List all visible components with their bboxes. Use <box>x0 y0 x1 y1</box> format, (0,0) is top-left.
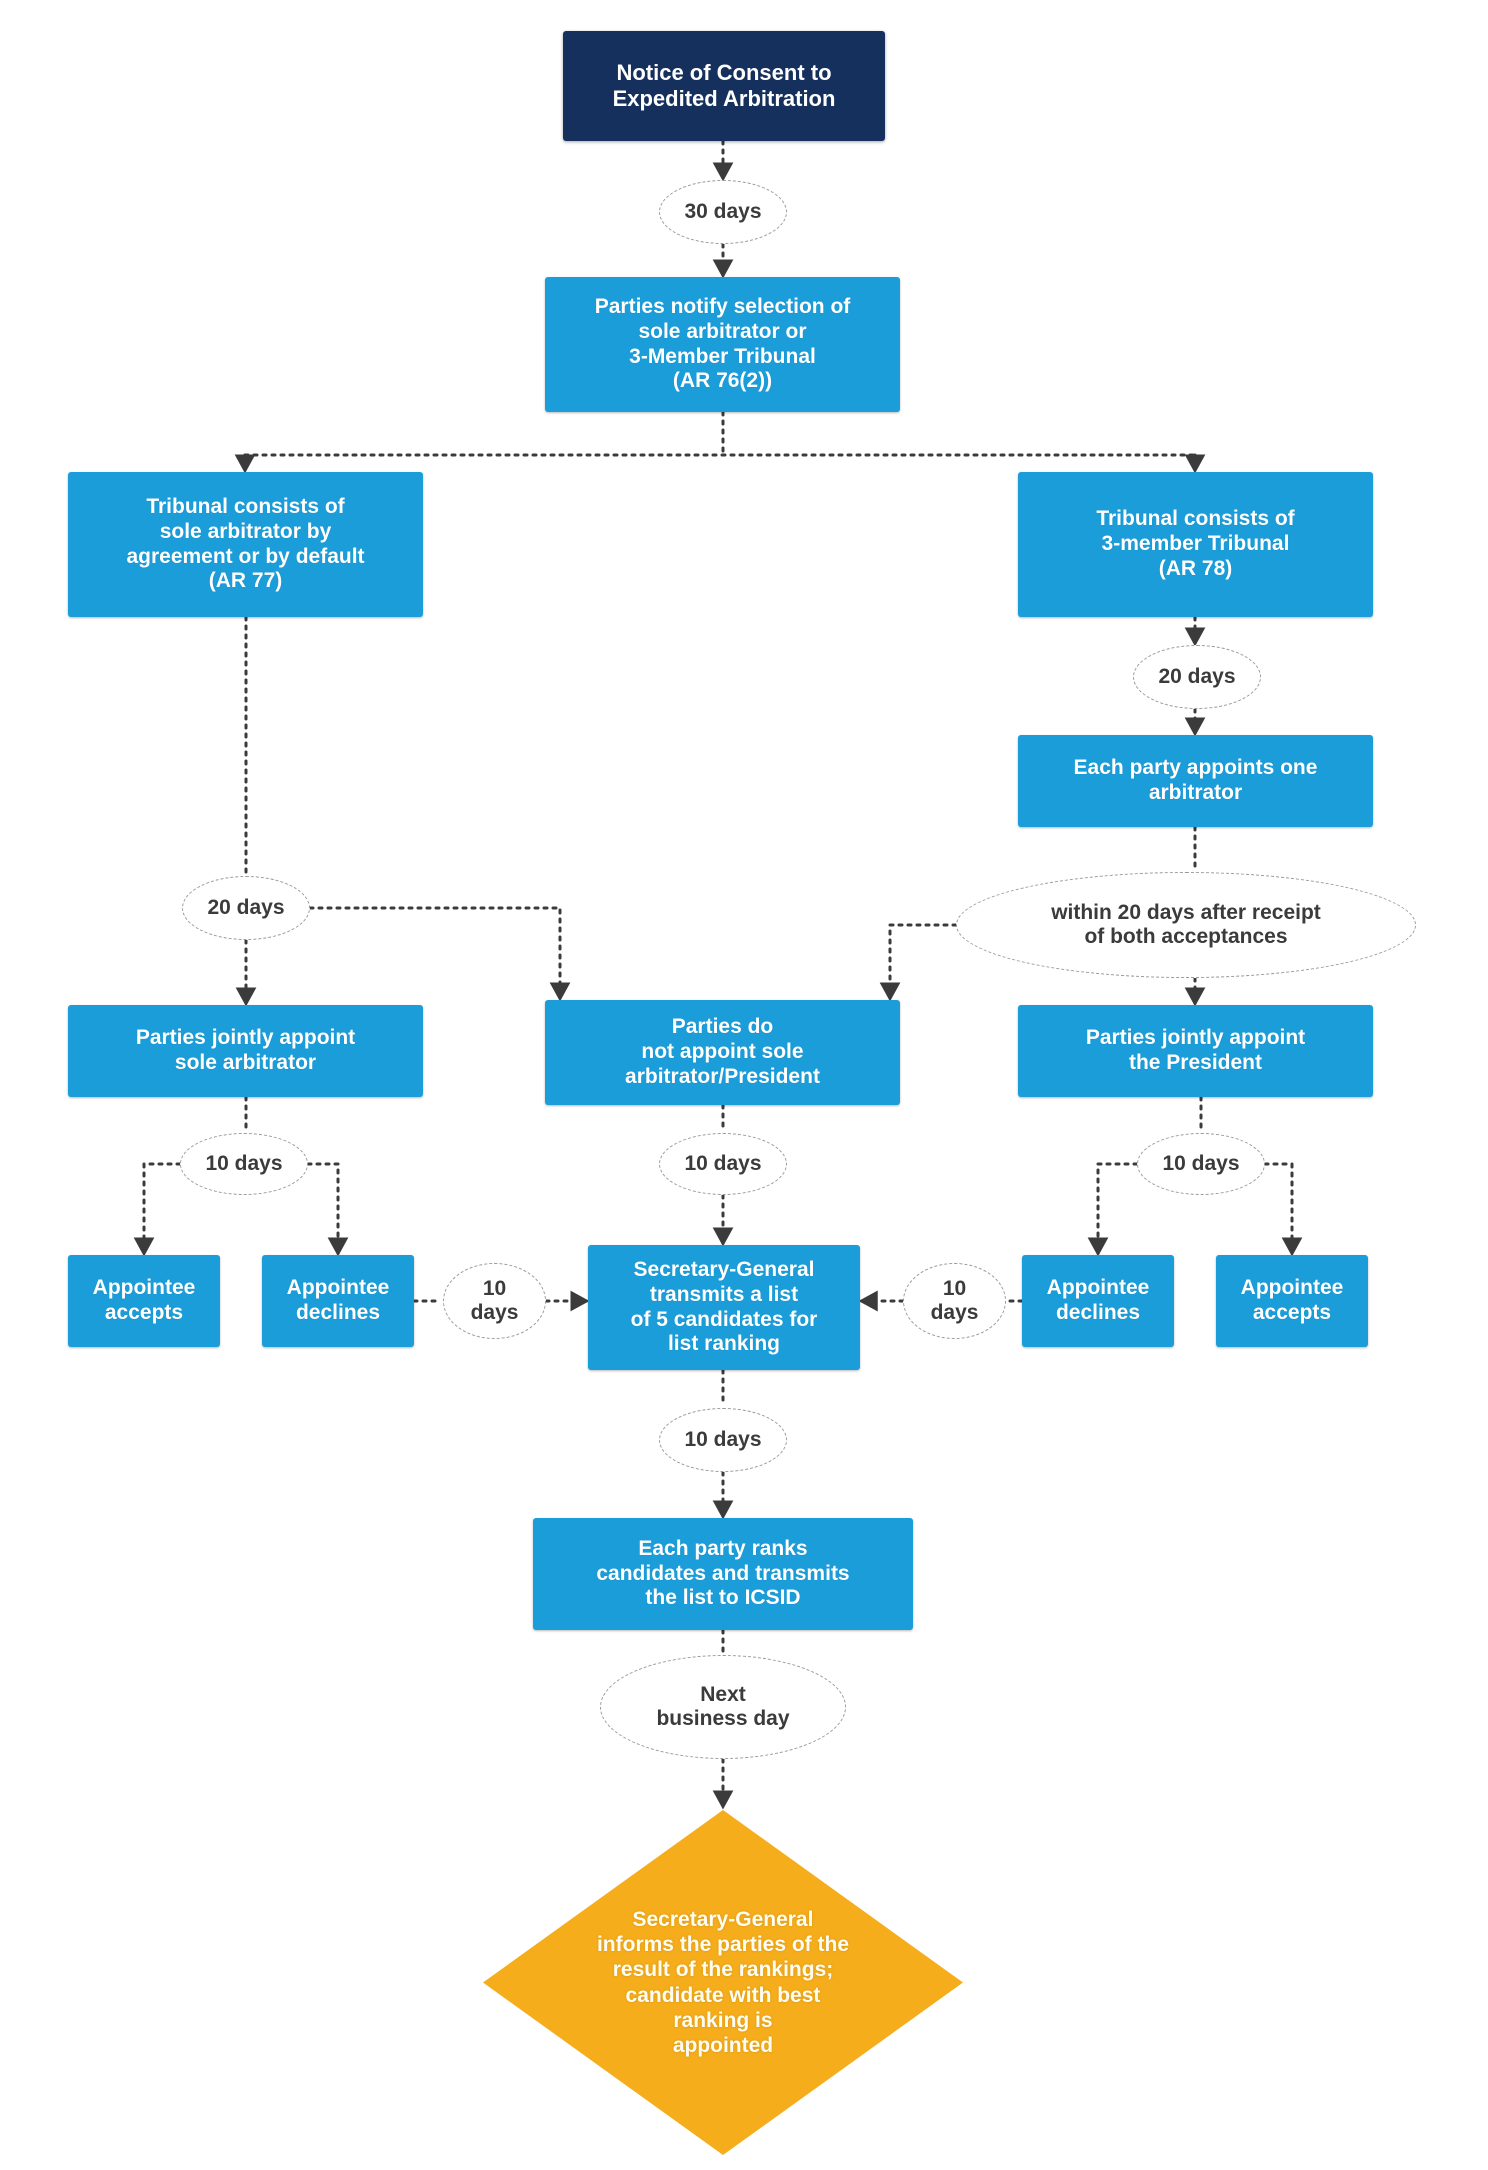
decision-label: Secretary-General informs the parties of… <box>596 1907 849 2057</box>
node-each-party-ranks-candidates[interactable]: Each party ranks candidates and transmit… <box>533 1518 913 1630</box>
edge-label-10-days-left-side: 10 days <box>443 1263 546 1339</box>
edge-label-next-business-day: Next business day <box>600 1655 846 1759</box>
node-appointee-accepts-left[interactable]: Appointee accepts <box>68 1255 220 1347</box>
edge-label-10-days-right-side: 10 days <box>903 1263 1006 1339</box>
edge-label-within-20-days: within 20 days after receipt of both acc… <box>956 872 1416 978</box>
edge-label-20-days-left: 20 days <box>182 876 310 940</box>
node-tribunal-sole-arbitrator[interactable]: Tribunal consists of sole arbitrator by … <box>68 472 423 617</box>
node-notice-of-consent[interactable]: Notice of Consent to Expedited Arbitrati… <box>563 31 885 141</box>
node-tribunal-three-member[interactable]: Tribunal consists of 3-member Tribunal (… <box>1018 472 1373 617</box>
edge-label-10-days-right: 10 days <box>1137 1133 1265 1195</box>
node-secretary-general-transmits-list[interactable]: Secretary-General transmits a list of 5 … <box>588 1245 860 1370</box>
edge-10days-to-accepts-left <box>133 1162 182 1257</box>
edge-label-10-days-center: 10 days <box>659 1133 787 1195</box>
edge-label-20-days-right: 20 days <box>1133 645 1261 709</box>
edge-10days-to-accepts-right <box>1263 1162 1303 1257</box>
node-appointee-declines-right[interactable]: Appointee declines <box>1022 1255 1174 1347</box>
edge-10days-to-declines-right <box>1087 1162 1139 1257</box>
node-appointee-accepts-right[interactable]: Appointee accepts <box>1216 1255 1368 1347</box>
node-appointee-declines-left[interactable]: Appointee declines <box>262 1255 414 1347</box>
node-parties-do-not-appoint[interactable]: Parties do not appoint sole arbitrator/P… <box>545 1000 900 1105</box>
node-each-party-appoints-arbitrator[interactable]: Each party appoints one arbitrator <box>1018 735 1373 827</box>
node-jointly-appoint-president[interactable]: Parties jointly appoint the President <box>1018 1005 1373 1097</box>
edge-label-10-days-left: 10 days <box>180 1133 308 1195</box>
edge-label-30-days: 30 days <box>659 180 787 244</box>
edge-20daysleft-to-donotappoint <box>308 906 571 1002</box>
edge-label-10-days-bottom: 10 days <box>659 1408 787 1472</box>
node-secretary-general-informs-result[interactable]: Secretary-General informs the parties of… <box>483 1810 963 2155</box>
node-parties-notify-selection[interactable]: Parties notify selection of sole arbitra… <box>545 277 900 412</box>
edge-10days-to-declines-left <box>306 1162 349 1257</box>
edge-within20-to-donotappoint <box>879 923 958 1002</box>
node-jointly-appoint-sole-arbitrator[interactable]: Parties jointly appoint sole arbitrator <box>68 1005 423 1097</box>
